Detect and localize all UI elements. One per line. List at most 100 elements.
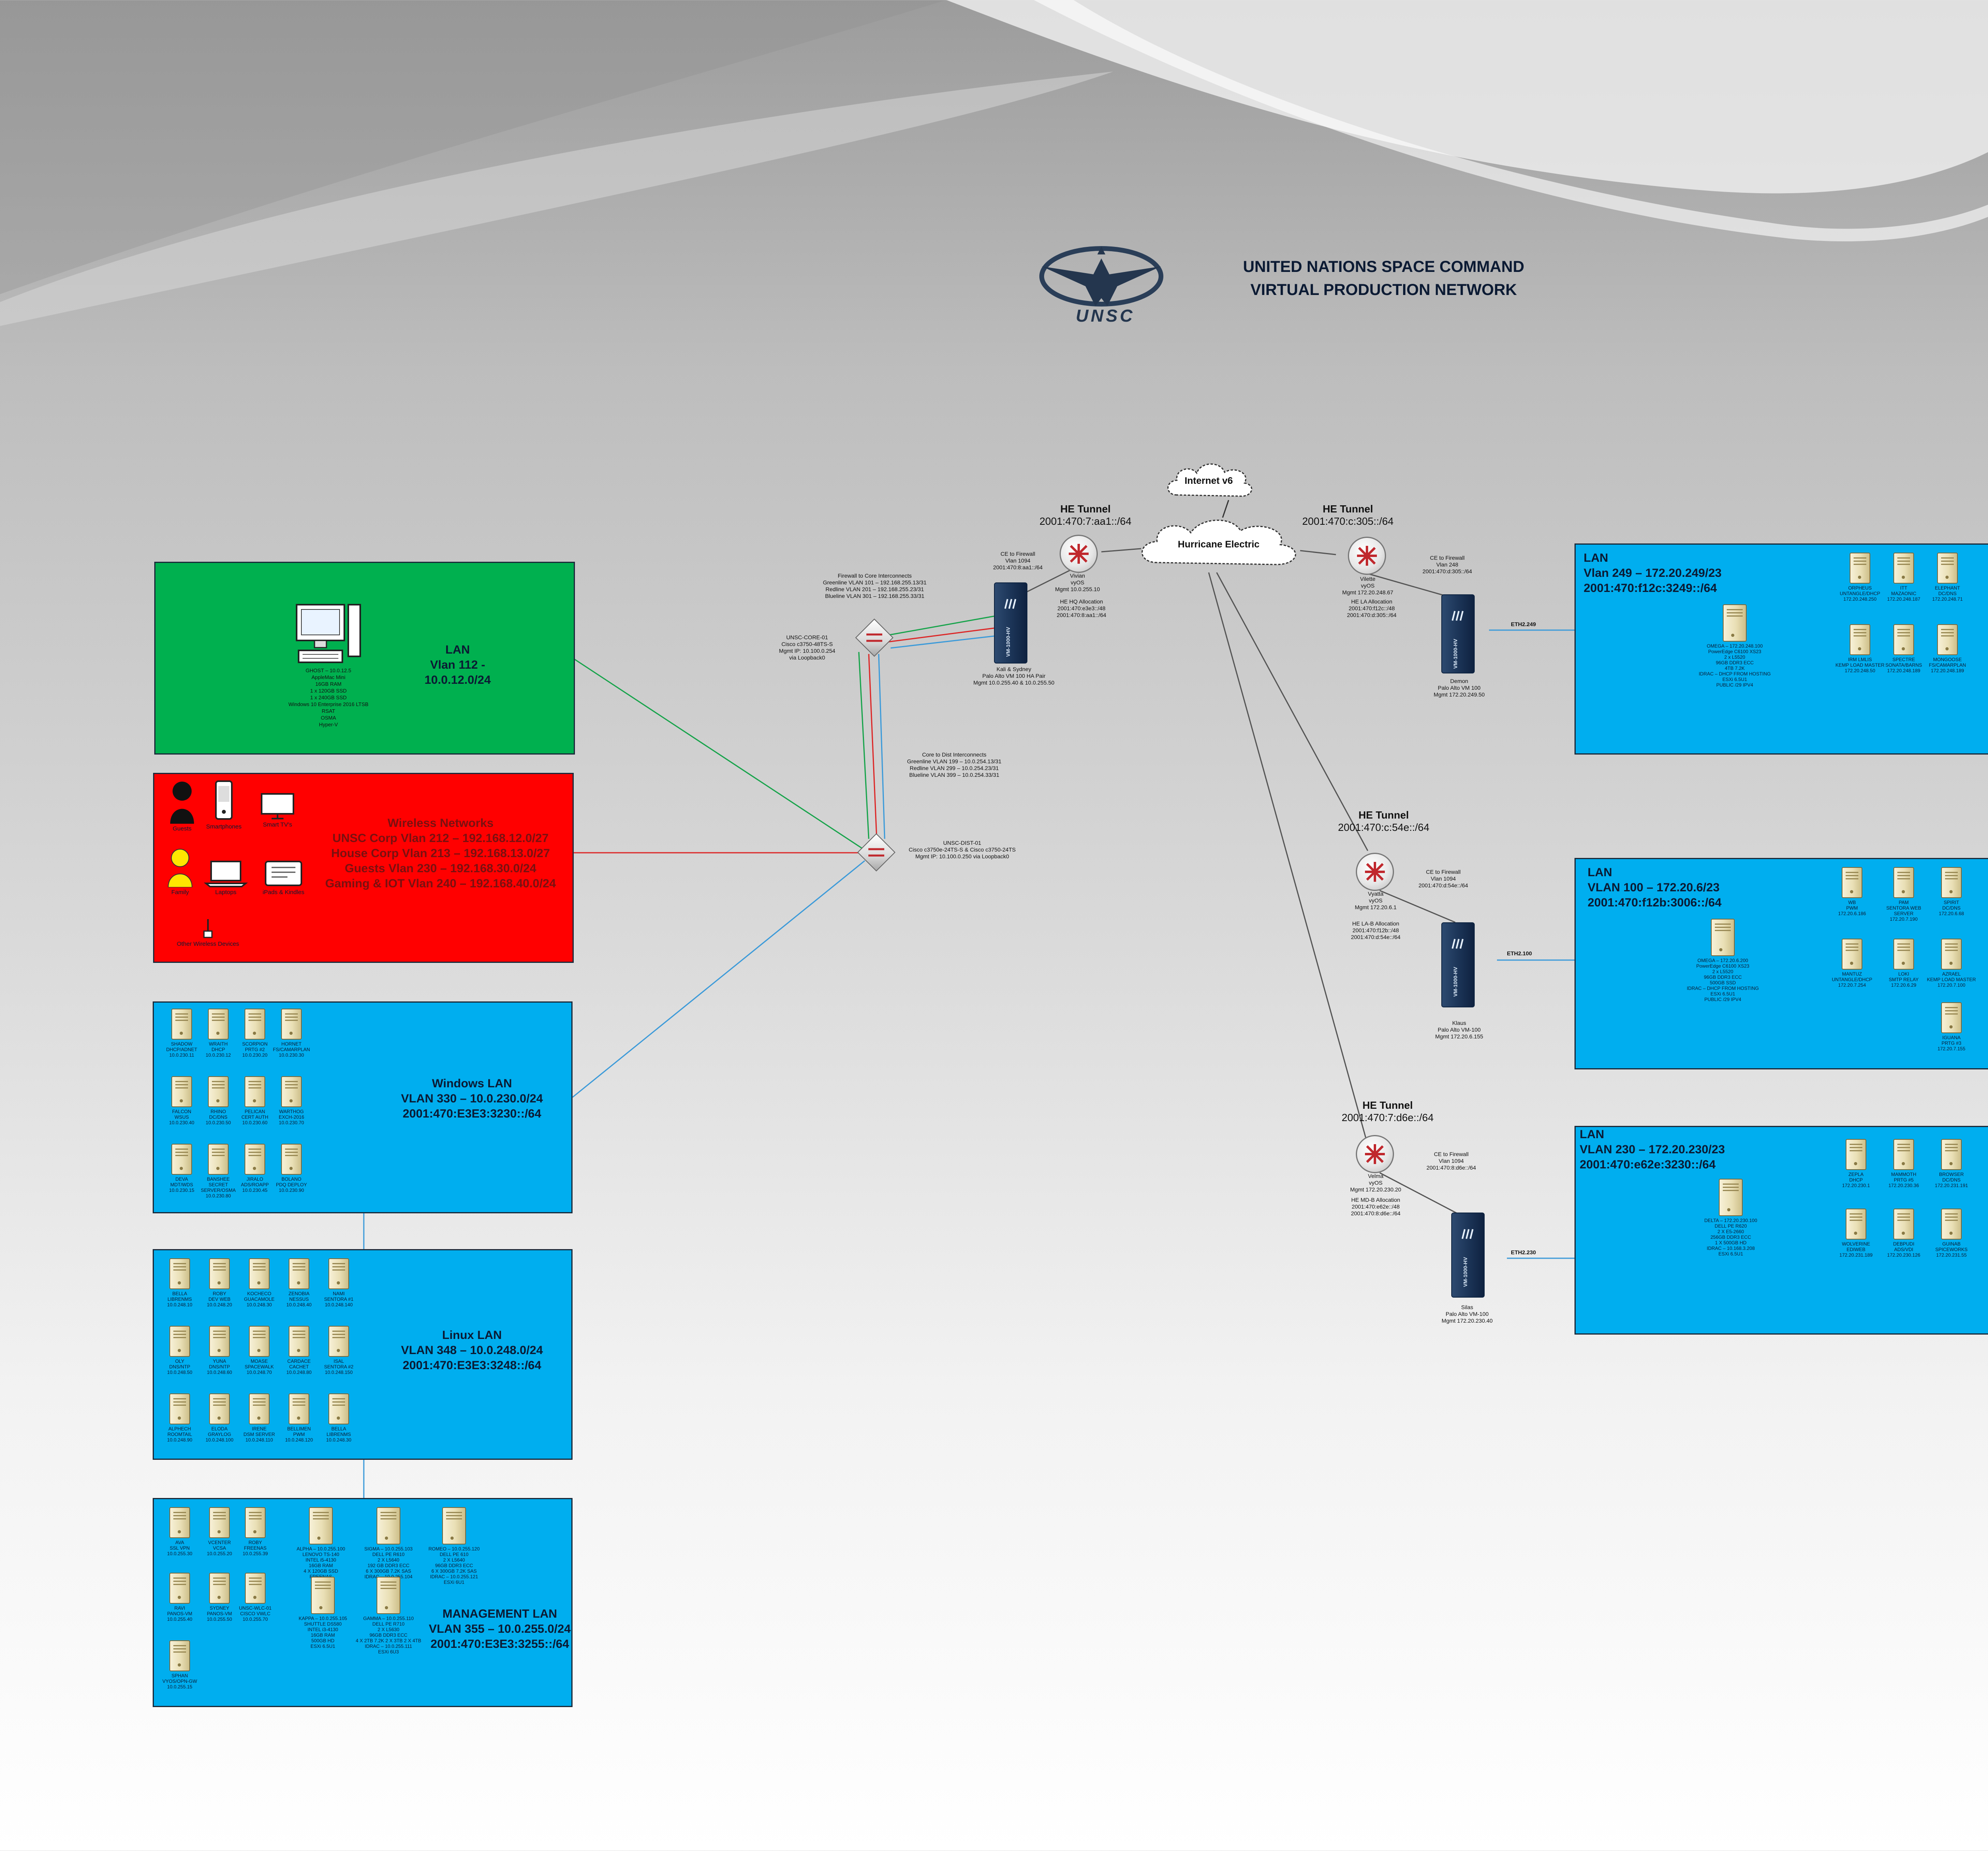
dist-switch[interactable] <box>857 833 896 872</box>
linux-server-4[interactable]: ZENOBIA NESSUS 10.0.248.40 <box>273 1258 325 1308</box>
linux-server-3[interactable]: KOCHECO GUACAMOLE 10.0.248.30 <box>233 1258 285 1308</box>
md230-server-5[interactable]: DEBPUDI ADS/VDI 172.20.230.126 <box>1878 1209 1930 1258</box>
mgmt-host-2[interactable]: SIGMA – 10.0.255.103 DELL PE R610 2 X L5… <box>355 1507 422 1585</box>
linux-server-6[interactable]: OLY DNS/NTP 10.0.248.50 <box>154 1326 206 1375</box>
mgmt-host-4[interactable]: KAPPA – 10.0.255.105 SHUTTLE DS580 INTEL… <box>289 1577 357 1649</box>
hq-ce-note: CE to Firewall Vlan 1094 2001:470:8:aa1:… <box>993 551 1043 570</box>
router-vilette[interactable] <box>1348 537 1386 575</box>
la100-server-1[interactable]: WB PWM 172.20.6.186 <box>1826 867 1878 916</box>
la249-server-3[interactable]: ELEPHANT DC/DNS 172.20.248.71 <box>1922 553 1973 602</box>
server-icon <box>328 1393 349 1424</box>
linux-server-14[interactable]: BELLIMEN PWM 10.0.248.120 <box>273 1393 325 1443</box>
mgmt-vm-3[interactable]: ROBY FREENAS 10.0.255.39 <box>229 1507 281 1556</box>
la100-server-5[interactable]: LOKI SMTP RELAY 172.20.6.29 <box>1878 939 1930 988</box>
linux-server-7[interactable]: YUNA DNS/NTP 10.0.248.60 <box>194 1326 245 1375</box>
linux-server-12-label: ELODA GRAYLOG 10.0.248.100 <box>205 1426 234 1443</box>
windows-server-10[interactable]: BANSHEE SECRET SERVER/OSMA 10.0.230.80 <box>192 1144 244 1199</box>
internet-cloud: Internet v6 <box>1161 457 1256 505</box>
la249-server-4[interactable]: IRM LMLIS KEMP LOAD MASTER 172.20.248.50 <box>1834 624 1886 673</box>
firewall-klaus-label: Klaus Palo Alto VM-100 Mgmt 172.20.6.155 <box>1435 1020 1483 1040</box>
linux-server-1[interactable]: BELLA LIBRENMS 10.0.248.10 <box>154 1258 206 1308</box>
link-dist-lan112 <box>572 657 863 850</box>
windows-server-8[interactable]: WARTHOG EXCH-2016 10.0.230.70 <box>266 1076 317 1125</box>
router-velma-label: Velma vyOS Mgmt 172.20.230.20 <box>1350 1173 1402 1193</box>
la100-server-4[interactable]: MANTUZ UNTANGLE/DHCP 172.20.7.254 <box>1826 939 1878 988</box>
ipads-label: iPads & Kindles <box>262 889 305 896</box>
tunnel-la-title: HE Tunnel <box>1322 503 1373 515</box>
linux-server-12[interactable]: ELODA GRAYLOG 10.0.248.100 <box>194 1393 245 1443</box>
delta-host[interactable]: DELTA – 172.20.230.100 DELL PE R620 2 X … <box>1687 1179 1774 1257</box>
omega-b-host[interactable]: OMEGA – 172.20.6.200 PowerEdge C6100 XS2… <box>1679 919 1767 1002</box>
router-velma[interactable] <box>1356 1135 1394 1173</box>
title-line-2: VIRTUAL PRODUCTION NETWORK <box>1250 281 1517 299</box>
omega-host[interactable]: OMEGA – 172.20.248.100 PowerEdge C6100 X… <box>1691 604 1778 688</box>
windows-server-5[interactable]: FALCON WSUS 10.0.230.40 <box>156 1076 208 1125</box>
mgmt-host-1[interactable]: ALPHA – 10.0.255.100 LENOVO TS-140 INTEL… <box>287 1507 355 1579</box>
mgmt-vm-5[interactable]: SYDNEY PANOS-VM 10.0.255.50 <box>194 1573 245 1622</box>
windows-lan-panel: Windows LAN VLAN 330 – 10.0.230.0/24 200… <box>153 1001 573 1213</box>
mgmt-vm-4[interactable]: RAVI PANOS-VM 10.0.255.40 <box>154 1573 206 1622</box>
md230-server-4[interactable]: WOLVERINE EDIWEB 172.20.231.189 <box>1830 1209 1882 1258</box>
core-switch[interactable] <box>855 618 894 657</box>
linux-server-15[interactable]: BELLA LIBRENMS 10.0.248.30 <box>313 1393 365 1443</box>
mgmt-host-5-label: GAMMA – 10.0.255.110 DELL PE R710 2 X L5… <box>355 1616 421 1655</box>
mgmt-host-1-label: ALPHA – 10.0.255.100 LENOVO TS-140 INTEL… <box>296 1546 346 1579</box>
mgmt-vm-7[interactable]: SPHAN VYOS/OPN-GW 10.0.255.15 <box>154 1640 206 1690</box>
windows-server-6[interactable]: RHINO DC/DNS 10.0.230.50 <box>192 1076 244 1125</box>
link-he-vivian <box>1101 548 1142 553</box>
windows-server-1[interactable]: SHADOW DHCP/ADNET 10.0.230.11 <box>156 1009 208 1058</box>
tunnel-md: HE Tunnel 2001:470:7:d6e::/64 <box>1328 1099 1447 1124</box>
linux-server-10[interactable]: ISAL SENTORA #2 10.0.248.150 <box>313 1326 365 1375</box>
linux-server-9-label: CARDACE CACHET 10.0.248.80 <box>286 1358 312 1375</box>
linux-server-3-label: KOCHECO GUACAMOLE 10.0.248.30 <box>244 1291 275 1308</box>
firewall-demon[interactable]: VM-1000-HV <box>1441 594 1475 673</box>
md230-server-3[interactable]: BROWSER DC/DNS 172.20.231.191 <box>1926 1139 1977 1188</box>
linux-server-5[interactable]: NAMI SENTORA #1 10.0.248.140 <box>313 1258 365 1308</box>
firewall-silas[interactable]: VM-1000-HV <box>1451 1213 1485 1298</box>
la249-server-6[interactable]: MONGOOSE FS/CAMARPLAN 172.20.248.189 <box>1922 624 1973 673</box>
linux-server-2[interactable]: ROBY DEV WEB 10.0.248.20 <box>194 1258 245 1308</box>
mgmt-vm-6[interactable]: UNSC-WLC-01 CISCO VWLC 10.0.255.70 <box>229 1573 281 1622</box>
windows-server-7[interactable]: PELICAN CERT AUTH 10.0.230.60 <box>229 1076 281 1125</box>
linux-server-8[interactable]: MOASE SPACEWALK 10.0.248.70 <box>233 1326 285 1375</box>
windows-server-3[interactable]: SCORPION PRTG #2 10.0.230.20 <box>229 1009 281 1058</box>
md230-server-1[interactable]: ZEPLA DHCP 172.20.230.1 <box>1830 1139 1882 1188</box>
link-he-vyatta <box>1216 572 1369 851</box>
mgmt-vm-1[interactable]: AVA SSL VPN 10.0.255.30 <box>154 1507 206 1556</box>
mgmt-host-5[interactable]: GAMMA – 10.0.255.110 DELL PE R710 2 X L5… <box>355 1577 422 1655</box>
la249-server-5[interactable]: SPECTRE SONATA/BARNS 172.20.248.189 <box>1878 624 1930 673</box>
la100-server-6[interactable]: AZRAEL KEMP LOAD MASTER 172.20.7.100 <box>1926 939 1977 988</box>
firewall-klaus[interactable]: VM-1000-HV <box>1441 922 1475 1007</box>
windows-server-2[interactable]: WRAITH DHCP 10.0.230.12 <box>192 1009 244 1058</box>
server-icon <box>171 1009 192 1040</box>
mgmt-vm-1-label: AVA SSL VPN 10.0.255.30 <box>167 1540 192 1556</box>
linux-server-13[interactable]: IRENE DSM SERVER 10.0.248.110 <box>233 1393 285 1443</box>
la249-server-2[interactable]: ITT MAZAONIC 172.20.248.187 <box>1878 553 1930 602</box>
server-icon <box>1893 867 1914 898</box>
md230-server-6[interactable]: GUINAB SPICEWORKS 172.20.231.55 <box>1926 1209 1977 1258</box>
la100-server-7[interactable]: IGUANA PRTG #3 172.20.7.155 <box>1926 1002 1977 1052</box>
windows-server-11[interactable]: JIRALO ADS/ROAPP 10.0.230.45 <box>229 1144 281 1193</box>
la100-server-2[interactable]: PAM SENTORA WEB SERVER 172.20.7.190 <box>1878 867 1930 922</box>
linux-server-11[interactable]: ALPHECH ROOMTAIL 10.0.248.90 <box>154 1393 206 1443</box>
router-vivian[interactable] <box>1060 535 1098 573</box>
link-vyatta-fw <box>1379 890 1456 923</box>
firewall-hq[interactable]: VM-1000-HV <box>994 582 1027 664</box>
linux-server-1-label: BELLA LIBRENMS 10.0.248.10 <box>167 1291 192 1308</box>
server-icon <box>171 1076 192 1107</box>
la100-server-3[interactable]: SPIRIT DC/DNS 172.20.6.68 <box>1926 867 1977 916</box>
router-vyatta[interactable] <box>1356 853 1394 891</box>
windows-server-4[interactable]: HORNET FS/CAMARPLAN 10.0.230.30 <box>266 1009 317 1058</box>
windows-server-12[interactable]: BOLANO PDQ DEPLOY 10.0.230.90 <box>266 1144 317 1193</box>
linux-server-9[interactable]: CARDACE CACHET 10.0.248.80 <box>273 1326 325 1375</box>
mgmt-vm-2[interactable]: VCENTER VCSA 10.0.255.20 <box>194 1507 245 1556</box>
la249-server-1[interactable]: ORPHEUS UNTANGLE/DHCP 172.20.248.250 <box>1834 553 1886 602</box>
windows-server-5-label: FALCON WSUS 10.0.230.40 <box>169 1109 194 1125</box>
switch-arrows-icon <box>868 848 884 857</box>
md230-server-2[interactable]: MAMMOTH PRTG #5 172.20.230.36 <box>1878 1139 1930 1188</box>
windows-server-12-label: BOLANO PDQ DEPLOY 10.0.230.90 <box>276 1176 307 1193</box>
delta-host-label: DELTA – 172.20.230.100 DELL PE R620 2 X … <box>1704 1218 1757 1257</box>
windows-server-9[interactable]: DEVA MDT/WDS 10.0.230.15 <box>156 1144 208 1193</box>
link-fw-core-green <box>882 615 994 637</box>
mgmt-host-3[interactable]: ROMEO – 10.0.255.120 DELL PE 610 2 X L56… <box>420 1507 488 1585</box>
